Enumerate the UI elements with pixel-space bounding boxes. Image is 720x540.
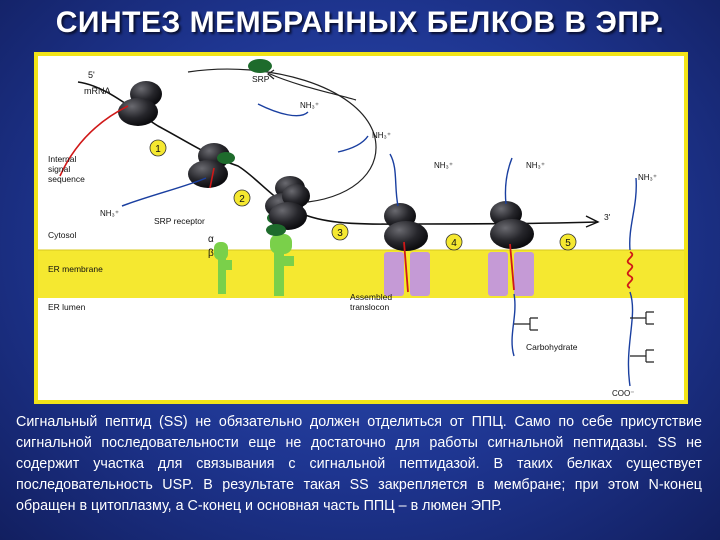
label-translocon: translocon [350, 302, 389, 312]
label-er-membrane: ER membrane [48, 264, 103, 274]
slide-title: СИНТЕЗ МЕМБРАННЫХ БЕЛКОВ В ЭПР. [0, 6, 720, 40]
ribosome-1 [118, 81, 162, 126]
lumen-chain-5 [512, 294, 515, 356]
label-internal-2: signal [48, 164, 70, 174]
label-five-prime: 5' [88, 70, 95, 80]
label-beta: β [208, 248, 214, 259]
er-membrane [38, 250, 684, 298]
label-srp-receptor: SRP receptor [154, 216, 205, 226]
svg-text:3: 3 [337, 228, 343, 239]
label-er-lumen: ER lumen [48, 302, 86, 312]
label-three-prime: 3' [604, 212, 611, 222]
step-2: 2 [234, 190, 250, 206]
svg-text:5: 5 [565, 238, 571, 249]
carbohydrate-2 [630, 312, 654, 324]
carbohydrate-3 [630, 350, 654, 362]
label-alpha: α [208, 234, 214, 245]
lumen-chain-final [628, 292, 632, 386]
step-3: 3 [332, 224, 348, 240]
svg-text:4: 4 [451, 238, 457, 249]
label-nh3-e: NH₃⁺ [526, 161, 545, 170]
step-1: 1 [150, 140, 166, 156]
label-carbohydrate: Carbohydrate [526, 342, 578, 352]
svg-text:1: 1 [155, 144, 161, 155]
label-nh3-c: NH₃⁺ [100, 209, 119, 218]
label-nh3-b: NH₃⁺ [372, 131, 391, 140]
ribosome-5 [384, 203, 428, 251]
slide-caption: Сигнальный пептид (SS) не обязательно до… [16, 412, 702, 517]
srp-return-arrow [270, 74, 356, 100]
label-nh3-f: NH₃⁺ [638, 173, 657, 182]
label-coo: COO⁻ [612, 389, 634, 398]
nascent-chain-4 [338, 136, 368, 152]
srp-particle [248, 59, 272, 73]
step-4: 4 [446, 234, 462, 250]
nascent-chain-6 [505, 158, 512, 204]
label-mrna: mRNA [84, 86, 111, 96]
carbohydrate-1 [514, 318, 538, 330]
nascent-chain-2 [122, 178, 206, 206]
ribosome-6 [490, 201, 534, 249]
label-internal-1: Internal [48, 154, 76, 164]
label-internal-3: sequence [48, 174, 85, 184]
nascent-chain-7 [630, 178, 637, 250]
label-srp: SRP [252, 74, 270, 84]
step-5: 5 [560, 234, 576, 250]
svg-text:2: 2 [239, 194, 245, 205]
nascent-chain-5 [390, 154, 398, 206]
label-cytosol: Cytosol [48, 230, 76, 240]
label-assembled: Assembled [350, 292, 392, 302]
protein-synthesis-diagram: 1 2 3 4 5 5' mRNA SRP Internal signal se… [34, 52, 688, 404]
label-nh3-d: NH₃⁺ [434, 161, 453, 170]
label-nh3-a: NH₃⁺ [300, 101, 319, 110]
ribosome-4 [266, 184, 310, 236]
diagram-canvas: 1 2 3 4 5 5' mRNA SRP Internal signal se… [38, 56, 684, 400]
